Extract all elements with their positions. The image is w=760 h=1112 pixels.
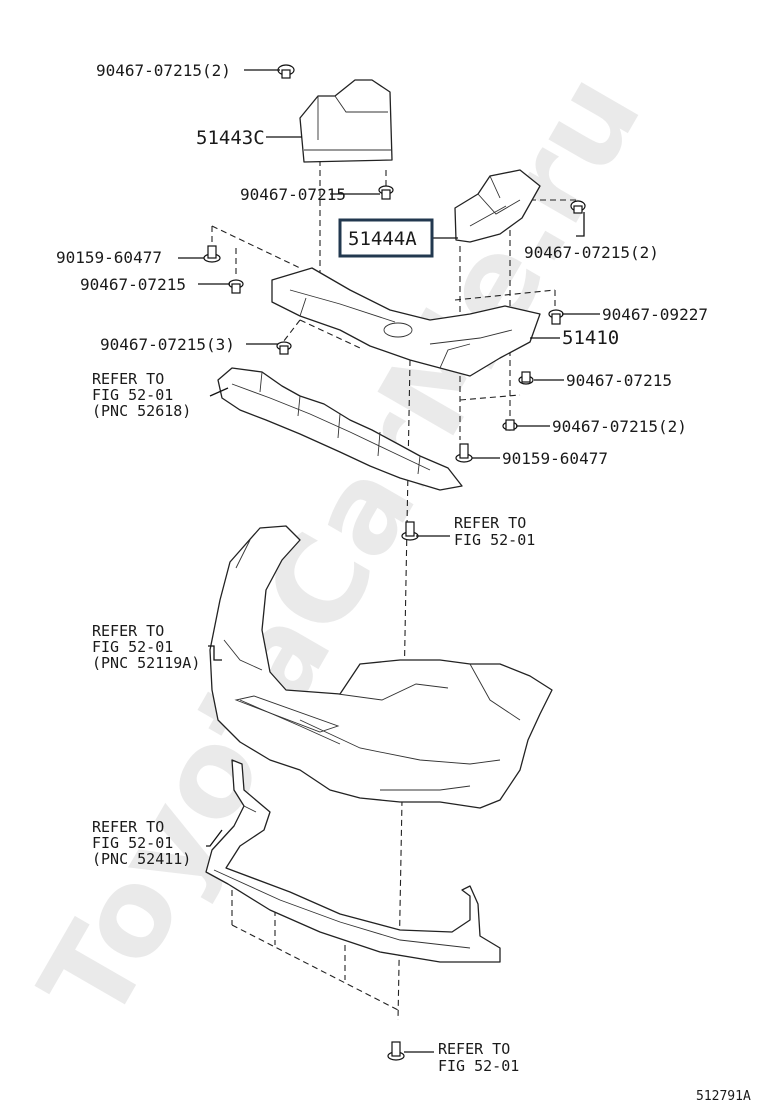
- part-label-51443c[interactable]: 51443C: [196, 127, 265, 149]
- bolt-icon: [387, 1041, 405, 1061]
- part-label-90467-07215b[interactable]: 90467-07215: [80, 275, 186, 294]
- clip-icon: [518, 371, 534, 385]
- part-label-51444a[interactable]: 51444A: [348, 228, 417, 250]
- refer-52119a[interactable]: REFER TO FIG 52-01 (PNC 52119A): [92, 622, 200, 672]
- part-label-90467-07215-2[interactable]: 90467-07215(2): [96, 61, 231, 80]
- part-labels: 90467-07215(2) 51443C 90467-07215 51444A…: [56, 61, 708, 468]
- clip-icon: [570, 200, 586, 214]
- clip-icon: [276, 341, 292, 355]
- part-51443c-cover[interactable]: [299, 79, 393, 163]
- diagram-id: 512791A: [696, 1089, 751, 1104]
- part-label-90467-07215-2b[interactable]: 90467-07215(2): [524, 243, 659, 262]
- ref-line: REFER TO: [438, 1040, 510, 1058]
- part-label-90467-07215-3[interactable]: 90467-07215(3): [100, 335, 235, 354]
- ref-line: FIG 52-01: [454, 531, 535, 549]
- part-51410-under-cover[interactable]: [271, 267, 541, 377]
- part-label-90467-07215[interactable]: 90467-07215: [240, 185, 346, 204]
- ref-line: REFER TO: [454, 514, 526, 532]
- reference-labels: REFER TO FIG 52-01 (PNC 52618) REFER TO …: [92, 370, 535, 1075]
- part-label-90159-60477[interactable]: 90159-60477: [56, 248, 162, 267]
- clip-icon: [277, 64, 295, 79]
- clip-icon: [548, 309, 564, 325]
- bolt-icon: [203, 245, 221, 263]
- leader-lines: [178, 69, 600, 1053]
- ref-line: FIG 52-01: [92, 638, 173, 656]
- clip-icon: [228, 279, 244, 294]
- part-label-51410[interactable]: 51410: [562, 327, 619, 349]
- bolt-icon: [455, 443, 473, 463]
- clip-icon: [502, 419, 518, 431]
- ref-line: (PNC 52119A): [92, 654, 200, 672]
- refer-52618[interactable]: REFER TO FIG 52-01 (PNC 52618): [92, 370, 191, 420]
- ref-line: REFER TO: [92, 622, 164, 640]
- ref-line: REFER TO: [92, 370, 164, 388]
- ref-line: FIG 52-01: [92, 834, 173, 852]
- part-lower-spoiler[interactable]: [205, 759, 501, 963]
- refer-52-01-bottom[interactable]: REFER TO FIG 52-01: [438, 1040, 519, 1075]
- refer-52-01-bolt[interactable]: REFER TO FIG 52-01: [454, 514, 535, 549]
- part-front-bumper-cover[interactable]: [209, 525, 553, 809]
- ref-line: (PNC 52618): [92, 402, 191, 420]
- ref-line: REFER TO: [92, 818, 164, 836]
- ref-line: (PNC 52411): [92, 850, 191, 868]
- part-label-90467-07215-2c[interactable]: 90467-07215(2): [552, 417, 687, 436]
- highlight-box: [338, 218, 434, 258]
- bolt-icon: [401, 521, 419, 541]
- part-label-90159-60477b[interactable]: 90159-60477: [502, 449, 608, 468]
- ref-line: FIG 52-01: [92, 386, 173, 404]
- part-bumper-reinforcement[interactable]: [217, 367, 463, 491]
- part-51444a-bracket[interactable]: [454, 169, 541, 243]
- refer-52411[interactable]: REFER TO FIG 52-01 (PNC 52411): [92, 818, 191, 868]
- part-label-90467-09227[interactable]: 90467-09227: [602, 305, 708, 324]
- ref-line: FIG 52-01: [438, 1057, 519, 1075]
- part-label-90467-07215c[interactable]: 90467-07215: [566, 371, 672, 390]
- clip-icon: [378, 185, 394, 200]
